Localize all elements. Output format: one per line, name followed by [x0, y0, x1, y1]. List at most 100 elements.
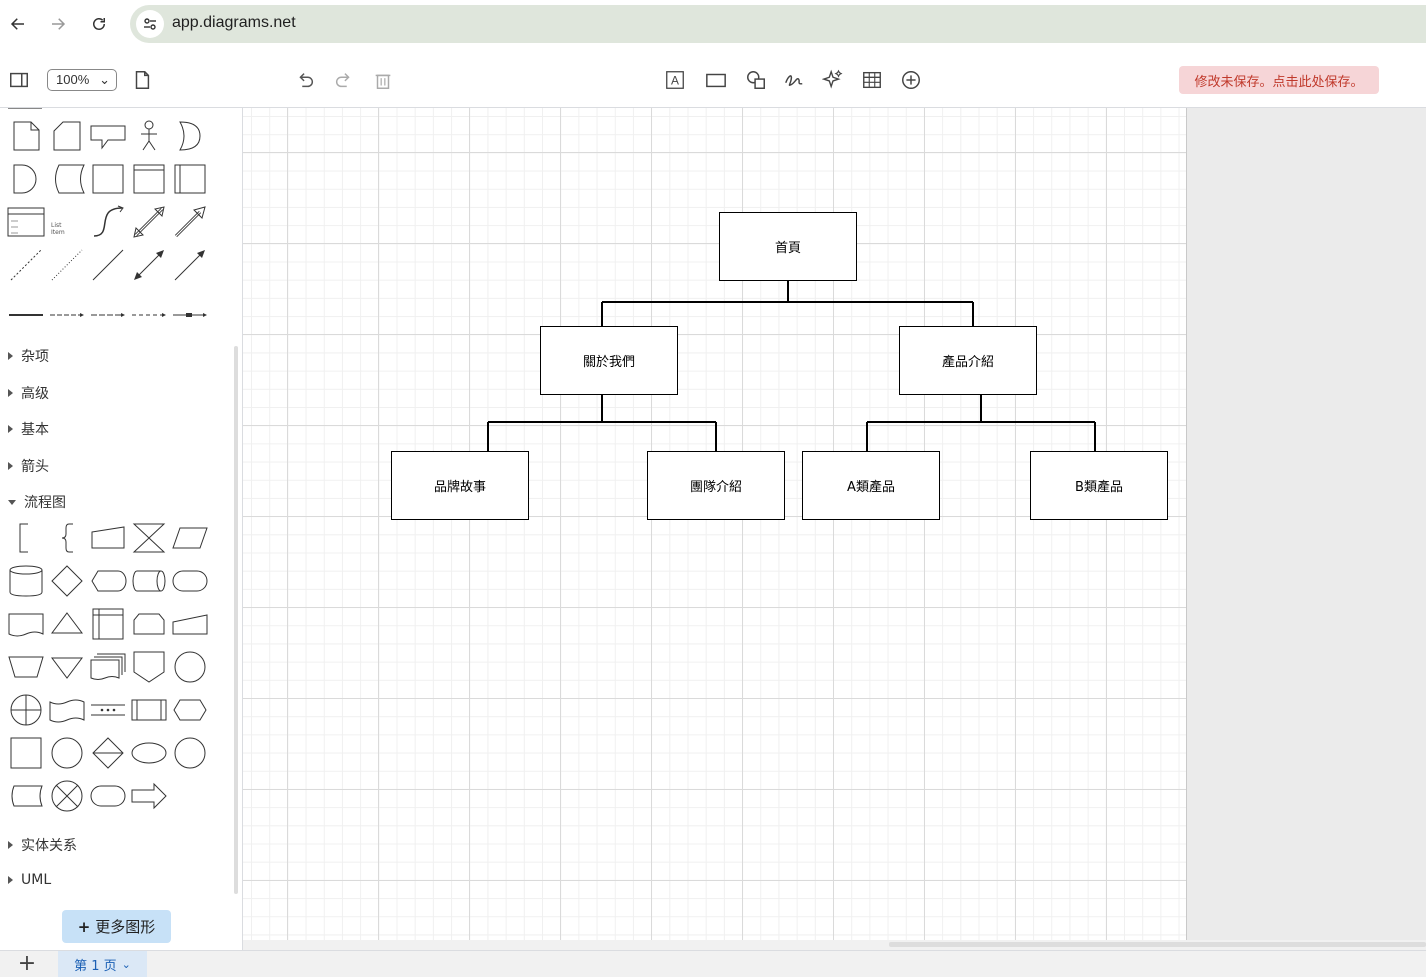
shape-label-connector[interactable]: [170, 288, 210, 328]
shape-brace[interactable]: [47, 518, 87, 558]
shape-thick-line[interactable]: [6, 288, 46, 328]
section-arrows[interactable]: 箭头: [8, 456, 49, 476]
shape-note[interactable]: [6, 116, 46, 156]
shape-or[interactable]: [170, 116, 210, 156]
node-product-b[interactable]: B類產品: [1030, 451, 1168, 520]
section-flowchart[interactable]: 流程图: [8, 492, 66, 512]
diagram-page[interactable]: 首頁 關於我們 產品介紹 品牌故事 團隊介紹 A類產品 B類產品: [243, 108, 1187, 940]
shape-manual-operation[interactable]: [170, 604, 210, 644]
shape-on-page-reference[interactable]: [170, 647, 210, 687]
page-icon[interactable]: [128, 66, 156, 94]
sidebar-scrollbar[interactable]: [234, 346, 238, 894]
shape-database[interactable]: [6, 561, 46, 601]
shape-connector-arrow[interactable]: [47, 288, 87, 328]
node-product-a[interactable]: A類產品: [802, 451, 940, 520]
shape-start[interactable]: [47, 733, 87, 773]
redo-icon[interactable]: [330, 66, 358, 94]
shape-bidirectional-arrow[interactable]: [129, 202, 169, 242]
shape-summing-junction[interactable]: [47, 776, 87, 816]
sparkle-icon[interactable]: [819, 66, 847, 94]
shape-off-page-reference[interactable]: [129, 647, 169, 687]
list-item-label[interactable]: List Item: [51, 222, 65, 236]
freehand-icon[interactable]: [780, 66, 808, 94]
shape-collate[interactable]: [129, 518, 169, 558]
shape-actor[interactable]: [129, 116, 169, 156]
section-uml[interactable]: UML: [8, 872, 51, 888]
shape-card[interactable]: [47, 116, 87, 156]
undo-icon[interactable]: [291, 66, 319, 94]
shape-swimlane[interactable]: [170, 159, 210, 199]
shape-data-storage[interactable]: [47, 159, 87, 199]
text-icon[interactable]: A: [661, 66, 689, 94]
shape-merge[interactable]: [47, 647, 87, 687]
canvas-area[interactable]: 首頁 關於我們 產品介紹 品牌故事 團隊介紹 A類產品 B類產品: [243, 108, 1426, 940]
shape-display[interactable]: [88, 561, 128, 601]
shape-paper-tape[interactable]: [47, 690, 87, 730]
shape-annotation[interactable]: [6, 518, 46, 558]
shape-directional-connector[interactable]: [170, 245, 210, 285]
shape-stored-data[interactable]: [6, 776, 46, 816]
shape-decision[interactable]: [47, 561, 87, 601]
shape-internal-storage[interactable]: [88, 604, 128, 644]
shape-sort[interactable]: [88, 733, 128, 773]
section-misc[interactable]: 杂项: [8, 346, 49, 366]
node-products[interactable]: 產品介紹: [899, 326, 1037, 395]
zoom-select[interactable]: 100% ⌄: [47, 69, 117, 91]
shape-curve[interactable]: [88, 202, 128, 242]
shape-arrow[interactable]: [170, 202, 210, 242]
site-info-icon[interactable]: [136, 10, 164, 38]
shape-block-arrow[interactable]: [129, 776, 169, 816]
rectangle-icon[interactable]: [702, 66, 730, 94]
forward-arrow-icon[interactable]: [44, 10, 72, 38]
shape-end[interactable]: [170, 733, 210, 773]
shape-direct-data[interactable]: [129, 561, 169, 601]
shape-ellipse[interactable]: [129, 733, 169, 773]
shape-list[interactable]: [6, 202, 46, 242]
shape-square[interactable]: [88, 159, 128, 199]
horizontal-scrollbar[interactable]: [243, 940, 1426, 950]
add-page-icon[interactable]: +: [17, 951, 37, 976]
shape-rounded-terminator[interactable]: [88, 776, 128, 816]
scrollbar-thumb[interactable]: [889, 942, 1426, 947]
shape-bidirectional-connector[interactable]: [129, 245, 169, 285]
shape-or-junction[interactable]: [6, 690, 46, 730]
shape-container[interactable]: [129, 159, 169, 199]
shape-extract[interactable]: [47, 604, 87, 644]
shape-process[interactable]: [6, 733, 46, 773]
shape-predefined-process[interactable]: [129, 690, 169, 730]
shapes-icon[interactable]: [742, 66, 770, 94]
section-basic[interactable]: 基本: [8, 419, 49, 439]
delete-icon[interactable]: [369, 66, 397, 94]
section-advanced[interactable]: 高级: [8, 383, 49, 403]
shape-loop-limit[interactable]: [129, 604, 169, 644]
shape-dashed-arrow[interactable]: [129, 288, 169, 328]
shape-multi-document[interactable]: [88, 647, 128, 687]
shape-delay[interactable]: [6, 159, 46, 199]
table-icon[interactable]: [858, 66, 886, 94]
section-entity-relation[interactable]: 实体关系: [8, 835, 77, 855]
shape-manual-input[interactable]: [88, 518, 128, 558]
shape-document[interactable]: [6, 604, 46, 644]
shape-trapezoid[interactable]: [6, 647, 46, 687]
shape-line[interactable]: [88, 245, 128, 285]
node-brand-story[interactable]: 品牌故事: [391, 451, 529, 520]
shape-link-arrow[interactable]: [88, 288, 128, 328]
shape-callout[interactable]: [88, 116, 128, 156]
shape-parallelogram[interactable]: [170, 518, 210, 558]
reload-icon[interactable]: [85, 10, 113, 38]
unsaved-changes-button[interactable]: 修改未保存。点击此处保存。: [1179, 66, 1379, 94]
shape-dashed-line[interactable]: [6, 245, 46, 285]
node-about[interactable]: 關於我們: [540, 326, 678, 395]
url-text[interactable]: app.diagrams.net: [172, 14, 296, 31]
insert-icon[interactable]: [897, 66, 925, 94]
shape-preparation[interactable]: [170, 690, 210, 730]
node-team[interactable]: 團隊介紹: [647, 451, 785, 520]
format-panel-icon[interactable]: [5, 66, 33, 94]
tab-page-1[interactable]: 第 1 页 ⌄: [58, 951, 147, 977]
shape-parallel-mode[interactable]: [88, 690, 128, 730]
shape-terminator[interactable]: [170, 561, 210, 601]
shape-dotted-line[interactable]: [47, 245, 87, 285]
back-arrow-icon[interactable]: [4, 10, 32, 38]
address-bar[interactable]: app.diagrams.net: [130, 5, 1426, 43]
node-home[interactable]: 首頁: [719, 212, 857, 281]
